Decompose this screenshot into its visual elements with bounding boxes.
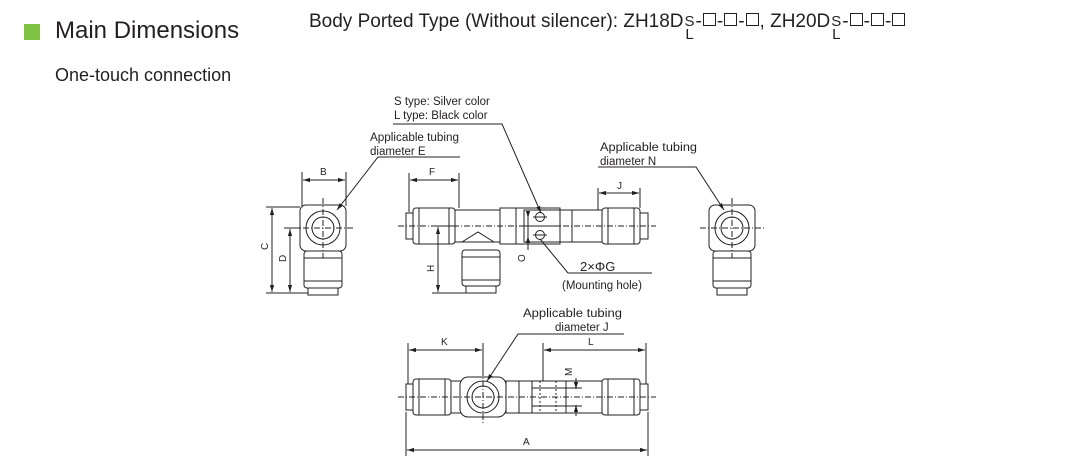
top-view: [398, 370, 656, 424]
callout-mounting-note: (Mounting hole): [562, 280, 642, 292]
model-prefix: Body Ported Type (Without silencer): ZH1…: [309, 11, 684, 32]
subtitle: One-touch connection: [55, 65, 232, 85]
dim-m: [566, 378, 582, 416]
dash-4: -: [842, 11, 849, 32]
callout-tubing-j-line1: Applicable tubing: [523, 308, 622, 320]
dim-label-b: B: [320, 167, 327, 178]
section-bullet-icon: [24, 24, 40, 40]
section-title: Main Dimensions: [55, 17, 240, 44]
type-s-2: S: [831, 13, 842, 30]
dim-label-m: M: [564, 368, 575, 376]
dash-1: -: [695, 11, 702, 32]
model-mid: , ZH20D: [759, 11, 831, 32]
callout-tubing-e-line2: diameter E: [370, 146, 426, 158]
dim-label-f: F: [429, 167, 435, 178]
dash-6: -: [884, 11, 892, 32]
dim-label-c: C: [260, 243, 271, 250]
callout-l-type: L type: Black color: [394, 110, 488, 122]
callout-tubing-n-line1: Applicable tubing: [600, 142, 697, 154]
placeholder-box-icon: [870, 13, 884, 26]
right-side-view: [700, 198, 764, 296]
callout-labels: S type: Silver color L type: Black color…: [370, 96, 697, 334]
dim-l: [542, 343, 647, 384]
dash-2: -: [716, 11, 724, 32]
callout-tubing-e-line1: Applicable tubing: [370, 132, 459, 144]
dim-c: [266, 206, 308, 294]
dim-d: [284, 227, 300, 292]
placeholder-box-icon: [745, 13, 759, 26]
dim-label-o: O: [517, 254, 528, 262]
placeholder-box-icon: [849, 13, 863, 26]
dim-label-d: D: [278, 255, 289, 262]
dim-label-k: K: [441, 337, 448, 348]
callout-tubing-n-line2: diameter N: [600, 156, 656, 168]
dim-b: [301, 172, 347, 206]
callout-tubing-j-line2: diameter J: [555, 322, 609, 334]
dim-j-top: [597, 188, 641, 210]
dash-5: -: [863, 11, 870, 32]
dim-f: [408, 173, 460, 212]
dim-label-a: A: [523, 437, 530, 448]
dim-label-h: H: [426, 265, 437, 272]
placeholder-box-icon: [724, 13, 738, 26]
dimension-labels: B F J K L A C D H O M: [260, 167, 622, 448]
placeholder-box-icon: [892, 13, 906, 26]
dim-h: [432, 225, 466, 294]
model-code: Body Ported Type (Without silencer): ZH1…: [309, 10, 906, 43]
callout-s-type: S type: Silver color: [394, 96, 490, 108]
dash-3: -: [738, 11, 745, 32]
dim-label-l: L: [588, 337, 594, 348]
type-l-1: L: [685, 26, 694, 43]
left-side-view: [292, 198, 354, 296]
placeholder-box-icon: [702, 13, 716, 26]
leader-lines: [336, 123, 725, 382]
type-l-2: L: [832, 26, 841, 43]
callout-mounting-holes: 2×ΦG: [580, 259, 615, 274]
dim-a: [405, 412, 649, 456]
type-s-1: S: [684, 13, 695, 30]
dim-k: [407, 343, 484, 384]
dim-label-j: J: [617, 181, 622, 192]
